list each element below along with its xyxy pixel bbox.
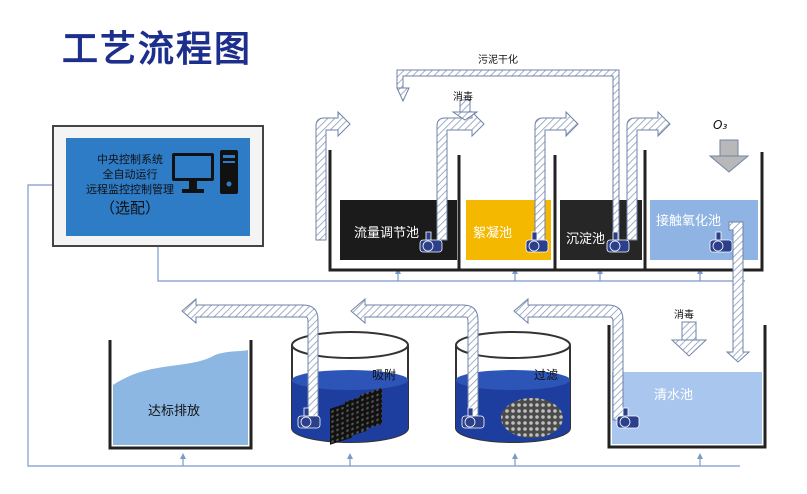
control-panel-screen <box>66 138 250 236</box>
upper-tank-walls <box>328 150 764 272</box>
control-panel-line-2: 全自动运行 <box>102 168 158 181</box>
control-panel-line-4: （选配） <box>99 199 160 217</box>
label-adsorption: 吸附 <box>372 368 397 382</box>
label-contact-oxidation-tank: 接触氧化池 <box>656 214 722 229</box>
label-filtration: 过滤 <box>534 368 559 382</box>
discharge-tank <box>108 340 253 450</box>
activated-carbon-blocks <box>330 387 382 445</box>
page-title: 工艺流程图 <box>62 29 253 70</box>
clean-water-tank <box>607 325 767 449</box>
control-panel-text: 中央控制系统 全自动运行 远程监控控制管理 （选配） <box>70 152 190 219</box>
label-disinfect-top: 消毒 <box>453 92 473 103</box>
hatched-pipes-lower <box>181 297 624 421</box>
hatched-pipes <box>315 69 751 363</box>
filter-media <box>501 398 563 438</box>
label-discharge-tank: 达标排放 <box>148 404 201 419</box>
label-flow-regulation-tank: 流量调节池 <box>354 226 420 241</box>
label-sludge-drying: 污泥干化 <box>478 55 518 66</box>
adsorption-tank <box>291 331 409 445</box>
filtration-tank <box>455 331 571 443</box>
label-clean-water-tank: 清水池 <box>654 388 694 403</box>
label-flocculation-tank: 絮凝池 <box>473 226 513 241</box>
label-ozone: O₃ <box>713 118 728 132</box>
label-sedimentation-tank: 沉淀池 <box>566 232 606 247</box>
control-panel-line-3: 远程监控控制管理 <box>86 183 174 196</box>
desktop-computer-icon <box>172 150 238 194</box>
label-disinfect-lower: 消毒 <box>674 310 694 321</box>
pump-icons <box>297 231 733 429</box>
control-panel-line-1: 中央控制系统 <box>97 153 163 166</box>
